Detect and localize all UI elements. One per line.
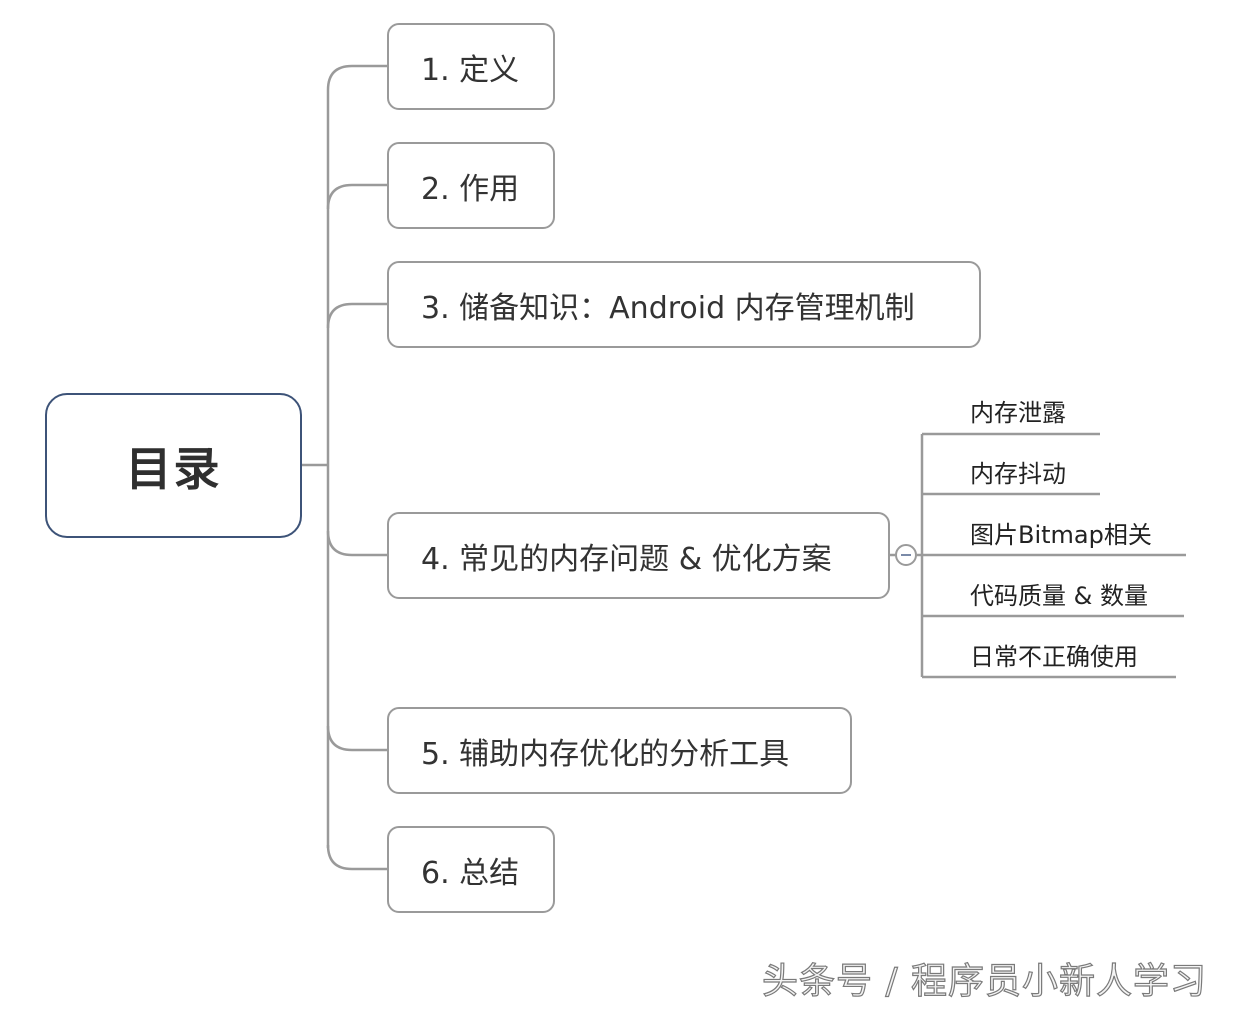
connector-branch-2 [326,183,387,210]
collapse-toggle-button[interactable] [895,544,917,566]
branch-node-analysis-tools[interactable]: 5. 辅助内存优化的分析工具 [387,707,852,794]
connector-branch-5 [326,725,387,752]
branch-node-definition[interactable]: 1. 定义 [387,23,555,110]
leaf-node-bitmap[interactable]: 图片Bitmap相关 [970,521,1152,549]
watermark-text: 头条号 / 程序员小新人学习 [761,960,1208,1002]
branch-node-common-problems[interactable]: 4. 常见的内存问题 & 优化方案 [387,512,890,599]
minus-icon [901,554,911,556]
leaf-node-memory-churn[interactable]: 内存抖动 [970,460,1066,488]
connector-branch-3 [326,302,387,329]
connector-branch-4 [326,530,387,557]
connector-branch-1 [326,64,387,91]
connector-branch-6 [326,844,387,871]
branch-node-background-knowledge[interactable]: 3. 储备知识：Android 内存管理机制 [387,261,981,348]
leaf-node-memory-leak[interactable]: 内存泄露 [970,399,1066,427]
leaf-node-code-quality[interactable]: 代码质量 & 数量 [970,582,1148,610]
leaf-node-incorrect-usage[interactable]: 日常不正确使用 [970,643,1138,671]
branch-node-purpose[interactable]: 2. 作用 [387,142,555,229]
root-node[interactable]: 目录 [45,393,302,538]
branch-node-summary[interactable]: 6. 总结 [387,826,555,913]
